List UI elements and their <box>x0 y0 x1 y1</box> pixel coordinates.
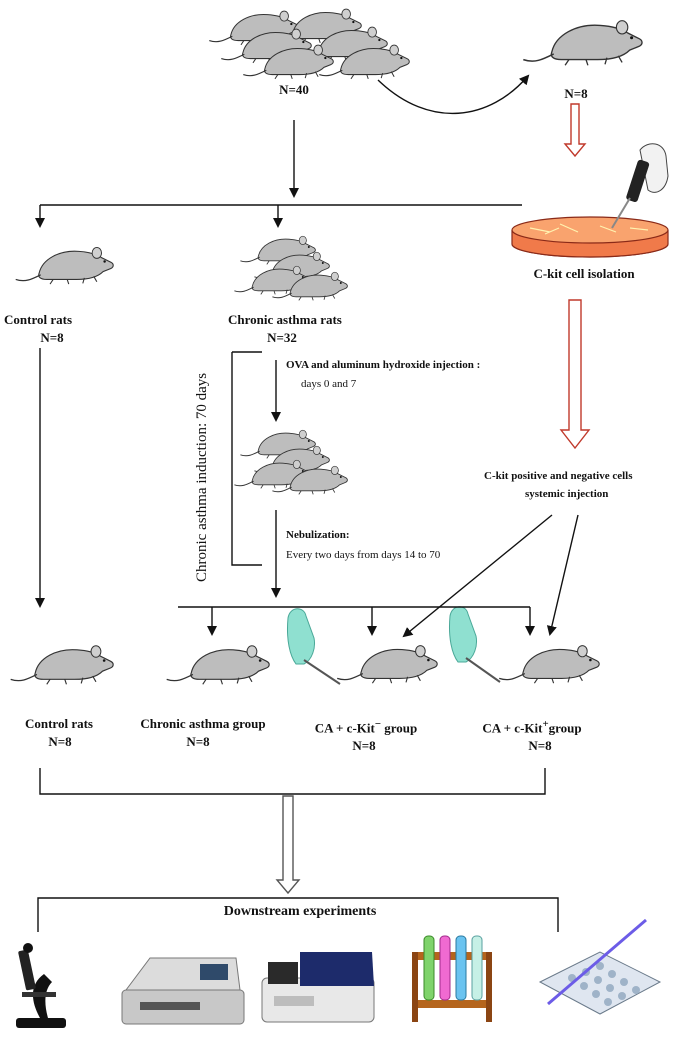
group-ckit-neg-label: CA + c-Kit− group <box>296 718 436 736</box>
test-tube-rack-icon <box>412 935 492 1022</box>
nebulization-title: Nebulization: <box>286 529 350 541</box>
flow-arrows <box>35 74 579 932</box>
group-ckit-pos-sup: + <box>542 718 549 730</box>
ova-title: OVA and aluminum hydroxide injection : <box>286 359 481 371</box>
isolation-label: C-kit cell isolation <box>533 266 635 281</box>
injection-line2: systemic injection <box>525 488 609 500</box>
nebulization-days: Every two days from days 14 to 70 <box>286 549 441 561</box>
group-control-count: N=8 <box>48 734 72 749</box>
control-top-count: N=8 <box>40 330 64 345</box>
pipette-icon <box>611 143 669 229</box>
rat-group-asthma-induced <box>233 429 348 495</box>
rat-chronic-asthma <box>166 645 270 685</box>
donor-count: N=8 <box>564 86 588 101</box>
asthma-top-label: Chronic asthma rats <box>228 312 342 327</box>
well-plate-icon <box>538 918 662 1015</box>
rat-ca-ckit-pos <box>498 644 600 684</box>
group-ckit-pos-label: CA + c-Kit+group <box>462 718 602 736</box>
downstream-label: Downstream experiments <box>223 904 377 919</box>
group-ckit-pos-main: CA + c-Kit <box>482 720 543 736</box>
rat-group-asthma <box>233 235 348 301</box>
group-asthma-count: N=8 <box>186 734 210 749</box>
spectrophotometer-icon <box>261 952 375 1023</box>
control-top-label: Control rats <box>4 312 73 327</box>
rat-ca-ckit-neg <box>336 644 438 684</box>
group-ckit-neg-main: CA + c-Kit <box>314 720 375 736</box>
asthma-top-count: N=32 <box>267 330 297 345</box>
rat-isolation-donor <box>522 19 643 67</box>
glove-hand-icon <box>449 606 501 683</box>
hollow-arrow-icon <box>275 795 301 895</box>
injection-line1: C-kit positive and negative cells <box>484 470 633 482</box>
group-control-label: Control rats <box>24 716 93 731</box>
group-ckit-neg-count: N=8 <box>352 738 376 753</box>
source-count: N=40 <box>279 82 309 97</box>
hollow-arrow-icon <box>559 103 591 450</box>
induction-label: Chronic asthma induction: 70 days <box>194 372 210 582</box>
group-ckit-pos-tail: group <box>548 720 582 736</box>
rat-control-bottom <box>10 645 114 685</box>
ova-days: days 0 and 7 <box>301 378 357 390</box>
group-ckit-neg-sup: − <box>374 718 382 730</box>
rat-group-source <box>208 8 410 80</box>
group-ckit-neg-tail: group <box>381 720 418 736</box>
microscope-icon <box>16 943 66 1028</box>
group-ckit-pos-count: N=8 <box>528 738 552 753</box>
plate-reader-icon <box>121 957 245 1025</box>
rat-control-top <box>15 246 114 285</box>
glove-hand-icon <box>287 608 341 685</box>
group-asthma-label: Chronic asthma group <box>140 716 266 731</box>
petri-dish-icon <box>511 216 669 258</box>
